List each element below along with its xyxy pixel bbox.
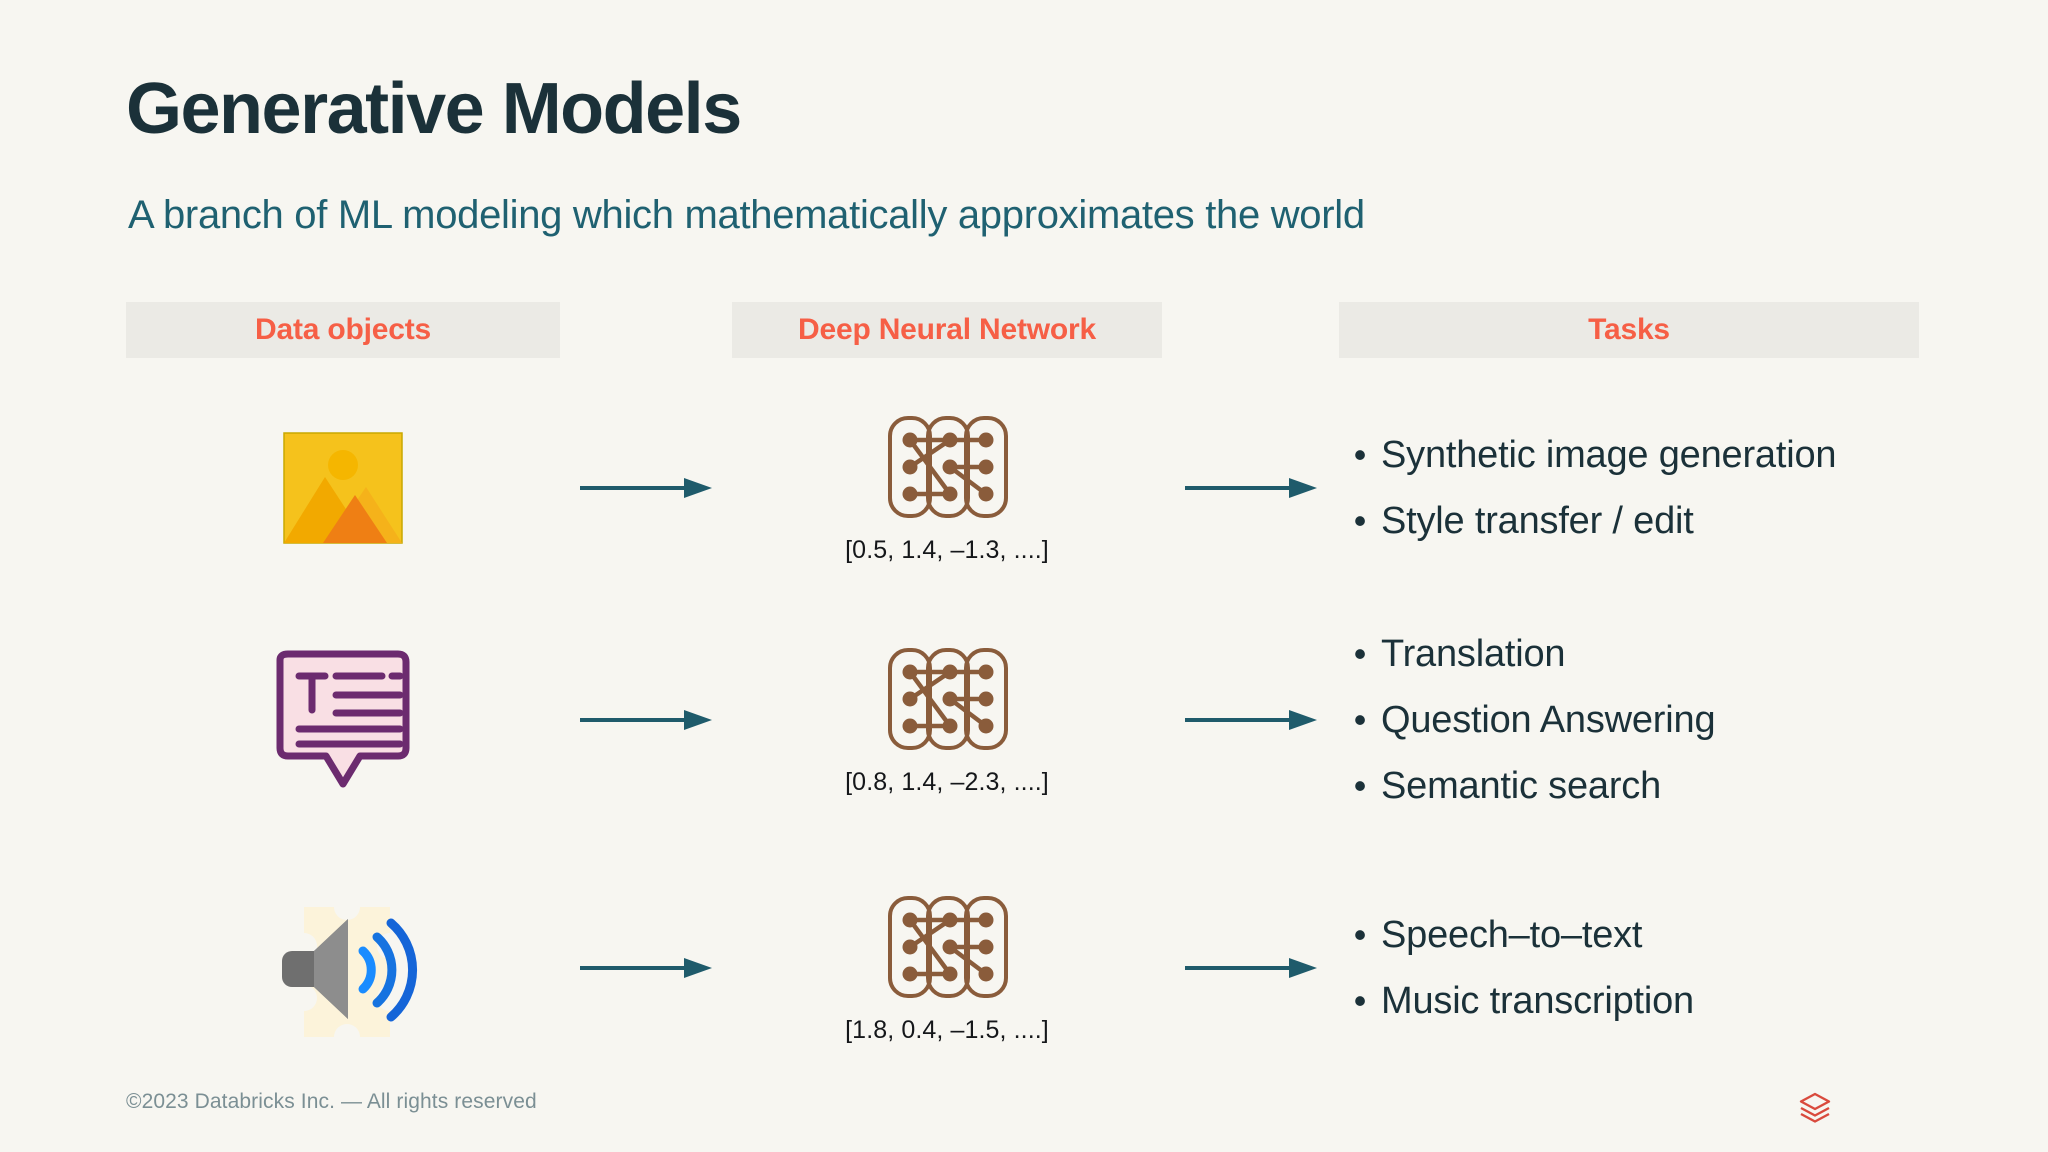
page-subtitle: A branch of ML modeling which mathematic… (128, 193, 1365, 237)
arrow-right-icon (1184, 475, 1317, 501)
column-header-data-objects: Data objects (126, 302, 560, 358)
task-label: Question Answering (1381, 699, 1716, 741)
data-object-cell (126, 848, 560, 1088)
embedding-vector-label: [1.8, 0.4, –1.5, ....] (845, 1015, 1049, 1044)
arrow-cell-network-to-tasks (1162, 600, 1339, 840)
arrow-right-icon (580, 707, 712, 733)
bullet-icon: • (1353, 434, 1367, 475)
neural-network-cell: [0.8, 1.4, –2.3, ....] (732, 600, 1162, 840)
arrow-cell-object-to-network (560, 368, 732, 608)
neural-network-cell: [1.8, 0.4, –1.5, ....] (732, 848, 1162, 1088)
bullet-icon: • (1353, 699, 1367, 740)
arrow-cell-network-to-tasks (1162, 848, 1339, 1088)
list-item: • Style transfer / edit (1339, 490, 1959, 552)
tasks-cell: • Speech–to–text • Music transcription (1339, 848, 1959, 1088)
list-item: • Speech–to–text (1339, 904, 1959, 966)
image-icon (283, 432, 403, 544)
bullet-icon: • (1353, 633, 1367, 674)
list-item: • Music transcription (1339, 970, 1959, 1032)
task-label: Synthetic image generation (1381, 434, 1837, 476)
task-label: Speech–to–text (1381, 914, 1643, 956)
task-label: Music transcription (1381, 980, 1694, 1022)
embedding-vector-label: [0.5, 1.4, –1.3, ....] (845, 535, 1049, 564)
pipeline-row-audio: [1.8, 0.4, –1.5, ....] • Speech–to–text … (0, 848, 2048, 1088)
data-object-cell (126, 600, 560, 840)
neural-network-icon (882, 644, 1012, 754)
arrow-cell-object-to-network (560, 848, 732, 1088)
neural-network-icon (882, 412, 1012, 522)
databricks-logo (1795, 1088, 1835, 1128)
column-header-label: Deep Neural Network (798, 313, 1096, 346)
arrow-right-icon (1184, 955, 1317, 981)
bullet-icon: • (1353, 914, 1367, 955)
data-object-cell (126, 368, 560, 608)
text-bubble-icon (268, 650, 418, 790)
page-title: Generative Models (126, 69, 742, 149)
bullet-icon: • (1353, 500, 1367, 541)
pipeline-row-text: [0.8, 1.4, –2.3, ....] • Translation • Q… (0, 600, 2048, 840)
arrow-right-icon (580, 955, 712, 981)
tasks-cell: • Translation • Question Answering • Sem… (1339, 600, 1959, 840)
pipeline-row-image: [0.5, 1.4, –1.3, ....] • Synthetic image… (0, 368, 2048, 608)
arrow-cell-network-to-tasks (1162, 368, 1339, 608)
footer-copyright: ©2023 Databricks Inc. — All rights reser… (126, 1090, 537, 1113)
column-header-tasks: Tasks (1339, 302, 1919, 358)
arrow-right-icon (580, 475, 712, 501)
arrow-right-icon (1184, 707, 1317, 733)
audio-speaker-icon (268, 893, 418, 1043)
bullet-icon: • (1353, 980, 1367, 1021)
task-label: Style transfer / edit (1381, 500, 1694, 542)
neural-network-icon (882, 892, 1012, 1002)
list-item: • Translation (1339, 623, 1959, 685)
list-item: • Question Answering (1339, 689, 1959, 751)
column-header-label: Tasks (1588, 313, 1670, 346)
bullet-icon: • (1353, 765, 1367, 806)
column-header-label: Data objects (255, 313, 431, 346)
list-item: • Synthetic image generation (1339, 424, 1959, 486)
arrow-cell-object-to-network (560, 600, 732, 840)
column-header-deep-neural-network: Deep Neural Network (732, 302, 1162, 358)
neural-network-cell: [0.5, 1.4, –1.3, ....] (732, 368, 1162, 608)
list-item: • Semantic search (1339, 755, 1959, 817)
task-label: Semantic search (1381, 765, 1662, 807)
task-label: Translation (1381, 633, 1566, 675)
embedding-vector-label: [0.8, 1.4, –2.3, ....] (845, 767, 1049, 796)
tasks-cell: • Synthetic image generation • Style tra… (1339, 368, 1959, 608)
